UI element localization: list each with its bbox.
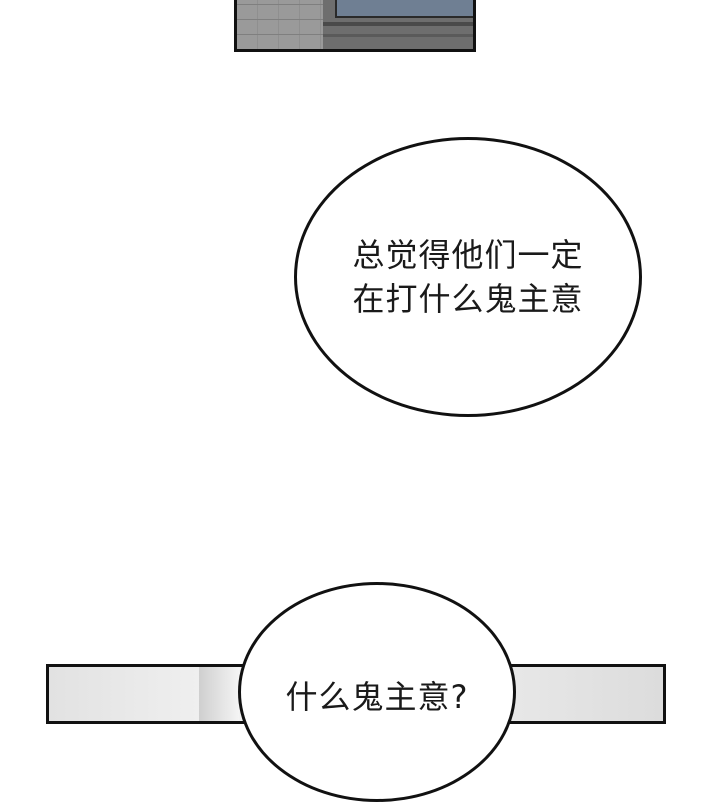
top-comic-panel xyxy=(234,0,476,52)
speech-line-1: 总觉得他们一定 xyxy=(352,236,584,274)
speech-line-3: 什么鬼主意? xyxy=(285,678,469,716)
window-glass xyxy=(335,0,473,18)
wall-tile-lines xyxy=(237,0,323,49)
panel-shading xyxy=(199,667,239,721)
speech-bubble-bottom: 什么鬼主意? xyxy=(238,582,516,802)
speech-bubble-main: 总觉得他们一定 在打什么鬼主意 xyxy=(294,137,642,417)
speech-line-2: 在打什么鬼主意 xyxy=(352,280,584,318)
window-sill xyxy=(323,22,473,26)
window-ledge xyxy=(323,34,473,37)
